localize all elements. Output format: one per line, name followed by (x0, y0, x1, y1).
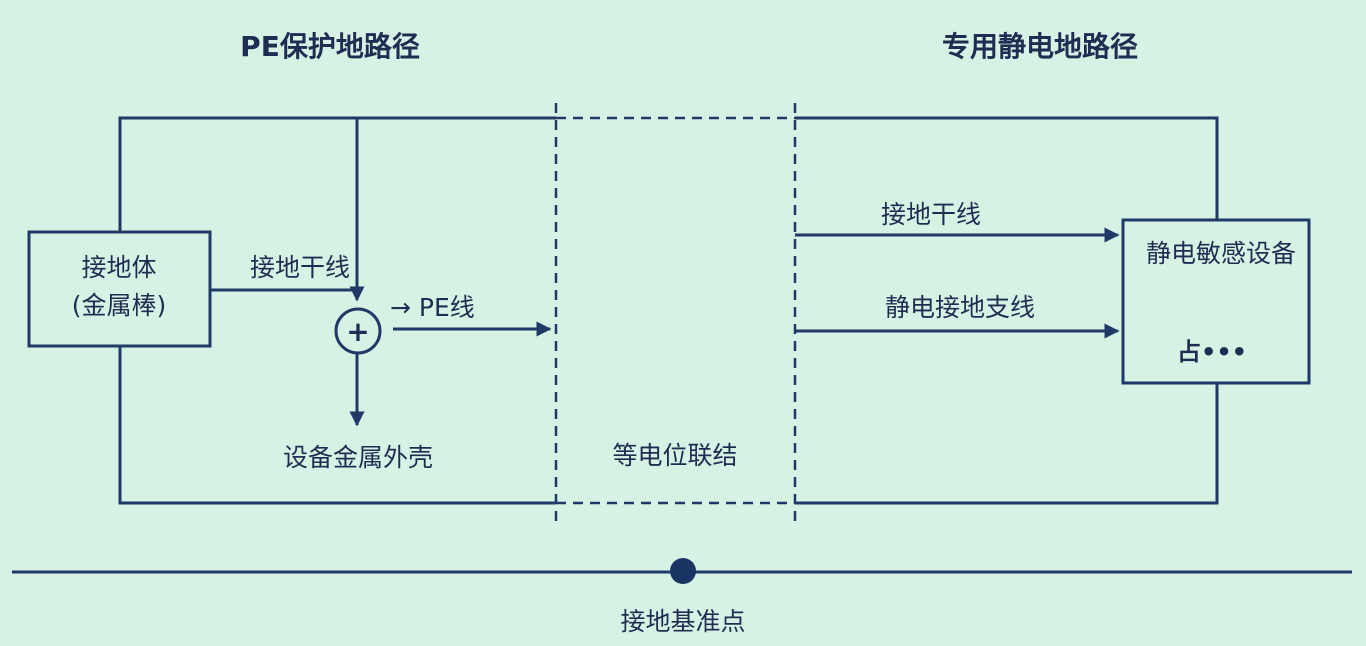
esd-branch-label: 静电接地支线 (885, 293, 1035, 322)
ground-body-label: 接地体 (81, 253, 156, 282)
right-trunk-label: 接地干线 (881, 200, 981, 229)
heading-pe-path: PE保护地路径 (240, 30, 420, 63)
right-outer-loop (795, 116, 1219, 505)
esd-device-box (1121, 218, 1311, 385)
junction-plus-icon: + (346, 315, 369, 348)
ground-reference-point (670, 558, 696, 584)
heading-esd-path: 专用静电地路径 (942, 30, 1138, 63)
pe-line-label: → PE线 (390, 293, 475, 322)
ground-body-sublabel: (金属棒) (72, 291, 167, 320)
esd-device-label: 静电敏感设备 (1146, 239, 1296, 268)
left-outer-loop (118, 116, 556, 505)
ground-body-box (27, 230, 212, 348)
ground-reference-label: 接地基准点 (620, 607, 745, 636)
enclosure-label: 设备金属外壳 (283, 443, 433, 472)
equipotential-bonding-label: 等电位联结 (612, 441, 737, 470)
esd-device-symbol: 占••• (1177, 338, 1247, 366)
left-trunk-label: 接地干线 (250, 253, 350, 282)
